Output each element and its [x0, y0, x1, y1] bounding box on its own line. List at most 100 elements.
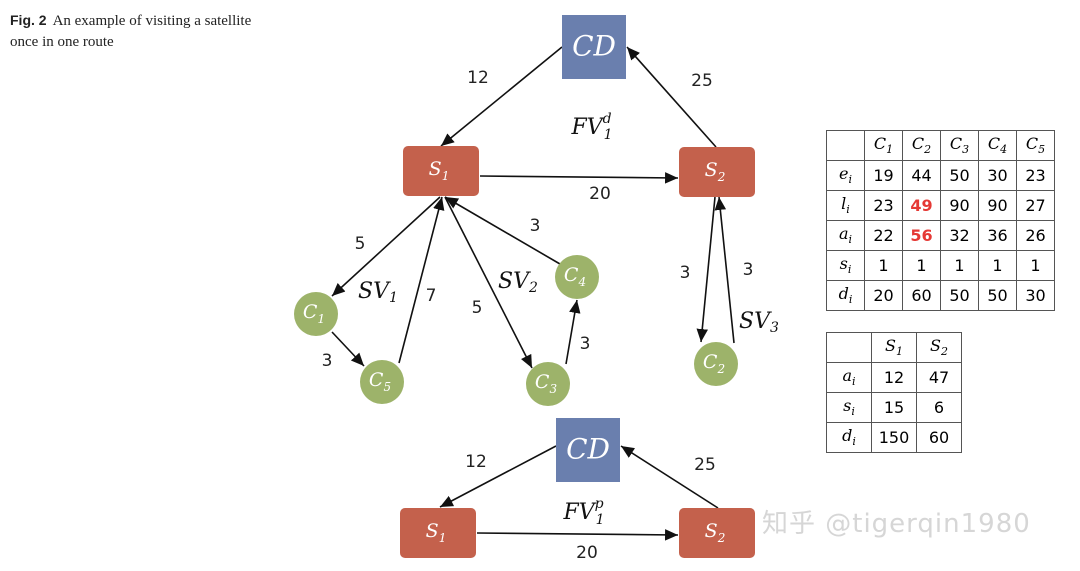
node-s1_bottom: S1: [400, 508, 476, 558]
node-label: CD: [566, 433, 610, 466]
customer-table-cell: 1: [1016, 250, 1055, 281]
node-cd_top: CD: [562, 15, 626, 79]
edge-weight-c2-to-s2: 3: [743, 260, 754, 280]
node-c3: C3: [526, 362, 570, 406]
edge-s2-to-cd_top: [626, 46, 717, 148]
edge-weight-s2_bottom-to-cd_bottom: 25: [694, 455, 716, 475]
node-label: C2: [703, 351, 725, 376]
customer-circle: [526, 362, 570, 406]
edge-weight-c3-to-c4: 3: [580, 334, 591, 354]
node-label: S2: [705, 520, 726, 545]
edge-weight-s2-to-cd_top: 25: [691, 71, 713, 91]
edge-s1-to-c3: [444, 196, 533, 369]
customer-table-cell: 32: [940, 220, 979, 251]
edge-c4-to-s1: [444, 196, 561, 265]
edge-c1-to-c5: [331, 331, 365, 367]
customer-table-corner-cell: [826, 130, 865, 161]
customer-table-cell: 50: [978, 280, 1017, 311]
customer-table-cell: 19: [864, 160, 903, 191]
customer-table-cell: 26: [1016, 220, 1055, 251]
customer-table-cell: 23: [864, 190, 903, 221]
customer-table-column-header: C3: [940, 130, 979, 161]
customer-table-row-header: di: [826, 280, 865, 311]
customer-table-column-header: C4: [978, 130, 1017, 161]
customer-table-cell: 30: [978, 160, 1017, 191]
edge-weight-s2-to-c2: 3: [680, 263, 691, 283]
customer-circle: [294, 292, 338, 336]
customer-table-cell: 1: [978, 250, 1017, 281]
node-label: C5: [369, 369, 391, 394]
edge-weight-s1_bottom-to-s2_bottom: 20: [576, 543, 598, 563]
customer-table-row-header: si: [826, 250, 865, 281]
customer-table-cell: 27: [1016, 190, 1055, 221]
customer-table-cell: 23: [1016, 160, 1055, 191]
node-label: C3: [535, 371, 558, 396]
customer-table-cell: 22: [864, 220, 903, 251]
edge-s2-to-c2: [696, 196, 716, 343]
node-s1: S1: [403, 146, 479, 196]
satellite-table-column-header: S1: [871, 332, 917, 363]
edge-weight-c1-to-c5: 3: [322, 351, 333, 371]
edge-c3-to-c4: [565, 299, 581, 365]
satellite-table-cell: 60: [916, 422, 962, 453]
satellite-table-cell: 12: [871, 362, 917, 393]
node-s2: S2: [679, 147, 755, 197]
node-label: S2: [705, 159, 726, 184]
node-c2: C2: [694, 342, 738, 386]
node-label: S1: [426, 520, 447, 545]
customer-table-column-header: C1: [864, 130, 903, 161]
customer-table-row-header: ai: [826, 220, 865, 251]
node-label: C1: [303, 301, 325, 326]
customer-table-cell: 1: [864, 250, 903, 281]
satellite-box: [679, 147, 755, 197]
edge-s1_bottom-to-s2_bottom: [476, 529, 679, 541]
edge-s1-to-s2: [479, 172, 679, 184]
edge-s1-to-c1: [331, 196, 441, 297]
customer-table-cell: 1: [940, 250, 979, 281]
customer-table-cell: 90: [978, 190, 1017, 221]
customer-table-cell: 36: [978, 220, 1017, 251]
satellite-box: [403, 146, 479, 196]
edge-weight-s1-to-c3: 5: [472, 298, 483, 318]
edge-cd_top-to-s1: [440, 46, 563, 147]
node-cd_bottom: CD: [556, 418, 620, 482]
customer-circle: [360, 360, 404, 404]
customer-table-cell: 50: [940, 160, 979, 191]
customer-table-cell: 20: [864, 280, 903, 311]
edge-weight-c5-to-s1: 7: [426, 286, 437, 306]
customer-table-row-header: li: [826, 190, 865, 221]
node-label: C4: [564, 264, 586, 289]
customer-table-cell: 44: [902, 160, 941, 191]
second-echelon-vehicle-2-label: SV2: [498, 269, 538, 296]
edge-weight-s1-to-c1: 5: [355, 234, 366, 254]
second-echelon-vehicle-3-label: SV3: [739, 309, 779, 336]
watermark: 知乎 @tigerqin1980: [762, 509, 1031, 539]
node-label: CD: [572, 30, 616, 63]
customer-table-row-header: ei: [826, 160, 865, 191]
customer-circle: [555, 255, 599, 299]
central-depot-box: [562, 15, 626, 79]
node-c5: C5: [360, 360, 404, 404]
second-echelon-vehicle-1-label: SV1: [358, 279, 398, 306]
edge-weight-cd_top-to-s1: 12: [467, 68, 489, 88]
customer-table-cell: 90: [940, 190, 979, 221]
customer-table-cell: 30: [1016, 280, 1055, 311]
satellite-table-cell: 150: [871, 422, 917, 453]
node-label: S1: [429, 158, 450, 183]
satellite-table-row-header: di: [826, 422, 872, 453]
node-c4: C4: [555, 255, 599, 299]
satellite-table-corner-cell: [826, 332, 872, 363]
edge-s2_bottom-to-cd_bottom: [620, 445, 719, 509]
node-s2_bottom: S2: [679, 508, 755, 558]
figure-number: Fig. 2: [10, 12, 47, 28]
